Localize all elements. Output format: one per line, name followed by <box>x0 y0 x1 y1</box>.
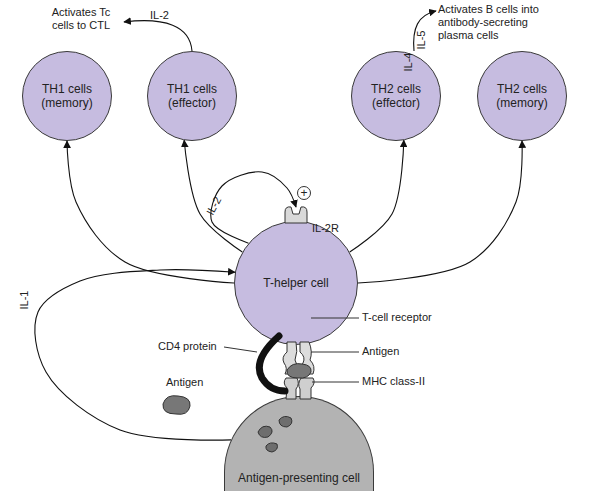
annotation-label: + <box>300 187 307 199</box>
antigen-fragment <box>258 426 272 437</box>
cytokine-arrow <box>124 21 192 51</box>
arrow-connector <box>211 172 296 243</box>
effector-cell: TH2 cells (effector) <box>351 51 441 141</box>
annotation-label: Antigen <box>166 376 203 389</box>
mhc-chain <box>299 378 314 399</box>
memory-cell: TH1 cells (memory) <box>22 51 112 141</box>
arrow-connector <box>358 141 522 283</box>
il2-receptor <box>285 207 307 223</box>
arrow-connector <box>184 140 242 252</box>
annotation-label: Activates Tc cells to CTL <box>44 6 118 32</box>
effector-cell: TH1 cells (effector) <box>147 51 237 141</box>
tcr-chain <box>300 342 314 374</box>
annotation-label: T-cell receptor <box>362 311 432 324</box>
leader-line <box>224 347 257 352</box>
plus-circle <box>298 187 311 200</box>
antigen-blob <box>163 396 190 415</box>
mhc-chain <box>284 378 298 399</box>
arrow-connector <box>350 140 404 252</box>
memory-cell: TH2 cells (memory) <box>477 51 567 141</box>
tcr-chain <box>283 342 298 374</box>
cytokine-label: IL-2 <box>204 195 224 218</box>
leader-line <box>312 382 359 383</box>
antigen-fragment <box>266 443 278 452</box>
cell-name: TH1 cells (memory) <box>31 82 103 110</box>
cell-name: Antigen-presenting cell <box>238 471 360 485</box>
leader-line <box>311 318 359 319</box>
cell-name: TH1 cells (effector) <box>156 82 228 110</box>
leader-line <box>311 352 359 353</box>
antigen-fragment <box>279 416 292 427</box>
arrow-connector <box>67 141 234 283</box>
annotation-label: CD4 protein <box>158 340 217 353</box>
cell-name: TH2 cells (effector) <box>360 82 432 110</box>
antigen-presenting-cell: Antigen-presenting cell <box>224 396 374 491</box>
cell-name: TH2 cells (memory) <box>486 82 558 110</box>
annotation-label: Antigen <box>362 345 399 358</box>
cytokine-arrow <box>414 11 436 51</box>
cell-name: T-helper cell <box>263 276 328 290</box>
antigen-blob <box>287 364 311 379</box>
annotation-label: Activates B cells into antibody-secretin… <box>438 3 560 42</box>
helper-cell: T-helper cell <box>234 221 358 345</box>
annotation-label: IL-5 <box>415 31 428 50</box>
cd4-protein <box>259 336 285 391</box>
arrow-connector <box>35 270 235 440</box>
annotation-label: MHC class-II <box>362 375 425 388</box>
cytokine-label: IL-1 <box>18 291 31 310</box>
annotation-label: IL-2 <box>150 9 169 22</box>
